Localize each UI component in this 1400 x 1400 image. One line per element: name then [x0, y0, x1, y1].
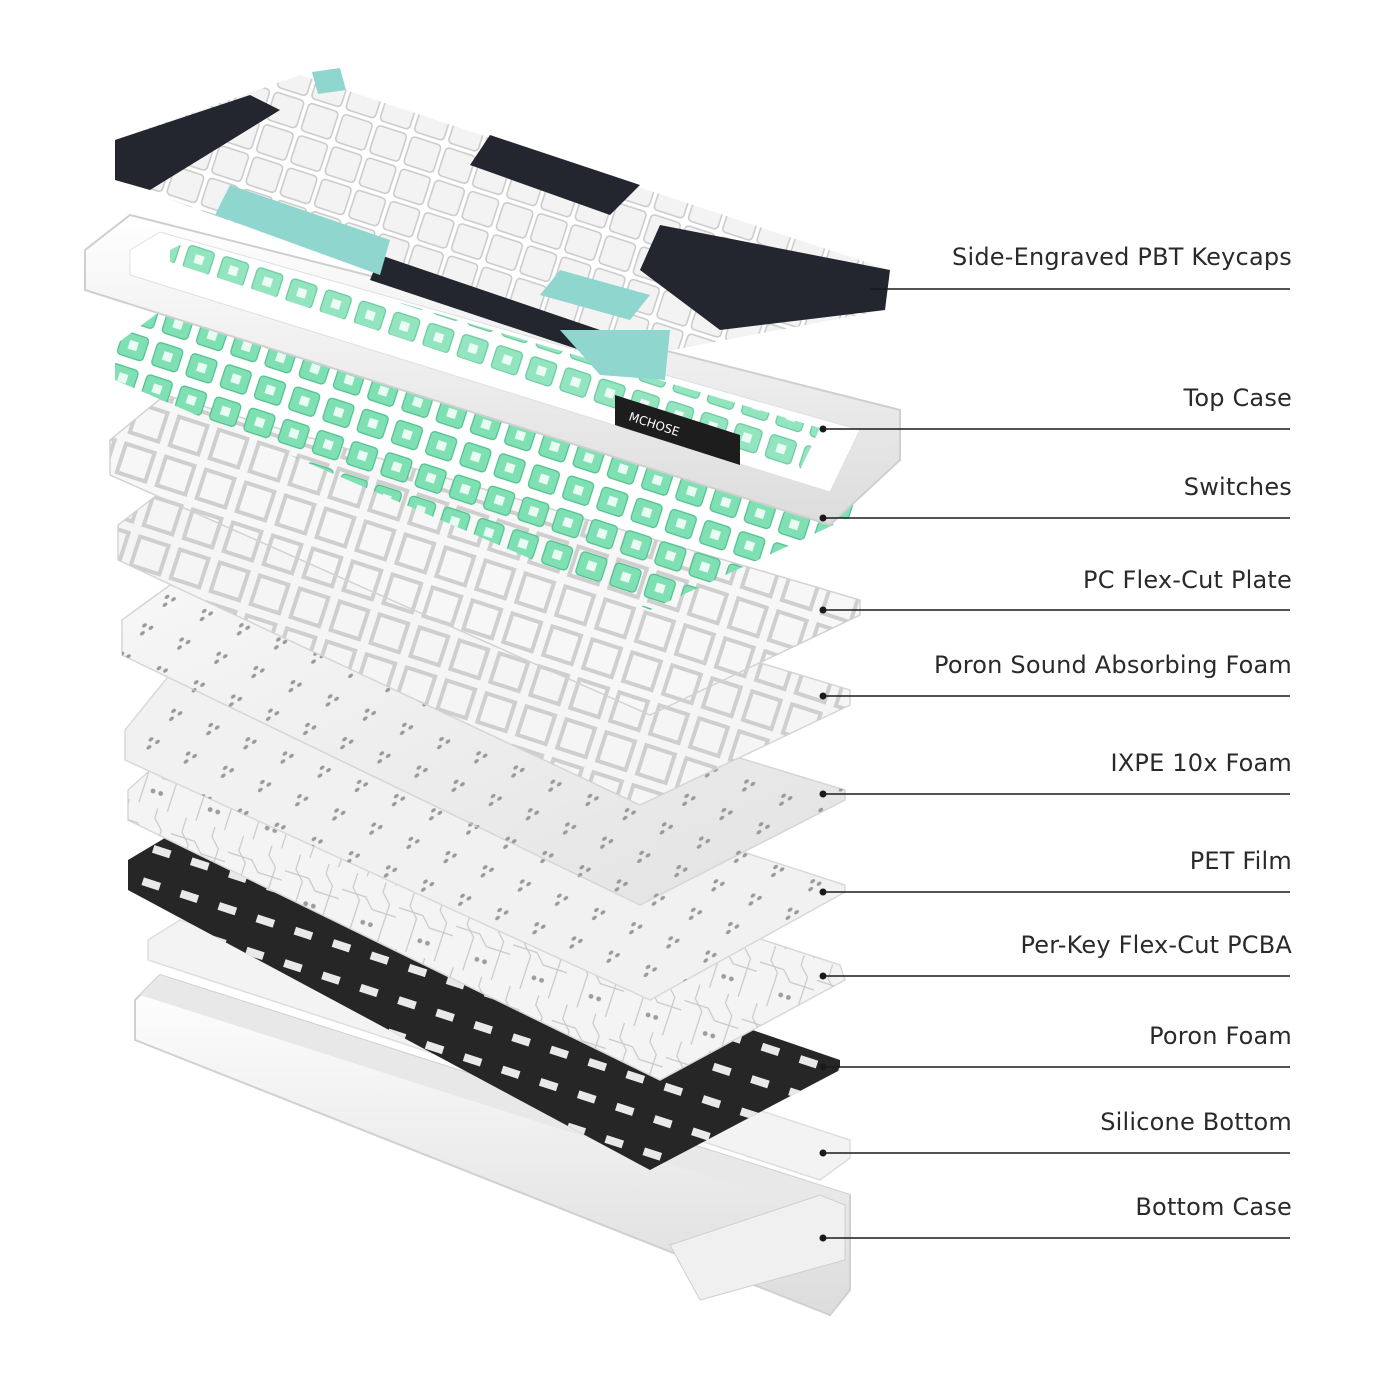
- dot-poron-foam: [819, 1063, 827, 1071]
- label-pet-film: PET Film: [1189, 847, 1292, 875]
- dot-silicone-bottom: [819, 1149, 827, 1157]
- label-keycaps: Side-Engraved PBT Keycaps: [952, 243, 1292, 271]
- dot-top-case: [819, 425, 827, 433]
- dot-plate: [819, 606, 827, 614]
- label-pcba: Per-Key Flex-Cut PCBA: [1020, 931, 1292, 959]
- brand-display: MCHOSE: [615, 395, 740, 465]
- label-top-case: Top Case: [1183, 384, 1292, 412]
- label-ixpe-foam: IXPE 10x Foam: [1110, 749, 1292, 777]
- leader-dots: [819, 425, 827, 1242]
- dot-pcba: [819, 972, 827, 980]
- label-poron-foam: Poron Foam: [1149, 1022, 1292, 1050]
- label-switches: Switches: [1183, 473, 1292, 501]
- layer-top-case: MCHOSE: [84, 213, 901, 527]
- dot-pet-film: [819, 888, 827, 896]
- label-plate: PC Flex-Cut Plate: [1083, 566, 1292, 594]
- dot-ixpe-foam: [819, 790, 827, 798]
- label-bottom-case: Bottom Case: [1135, 1193, 1292, 1221]
- label-poron-sound-foam: Poron Sound Absorbing Foam: [934, 651, 1292, 679]
- layer-keycaps: [115, 68, 890, 380]
- label-silicone-bottom: Silicone Bottom: [1100, 1108, 1292, 1136]
- dot-switches: [819, 514, 827, 522]
- leader-lines: [822, 288, 1290, 1239]
- layer-poron-foam: [128, 832, 840, 1170]
- dot-poron-sound-foam: [819, 692, 827, 700]
- dot-bottom-case: [819, 1234, 827, 1242]
